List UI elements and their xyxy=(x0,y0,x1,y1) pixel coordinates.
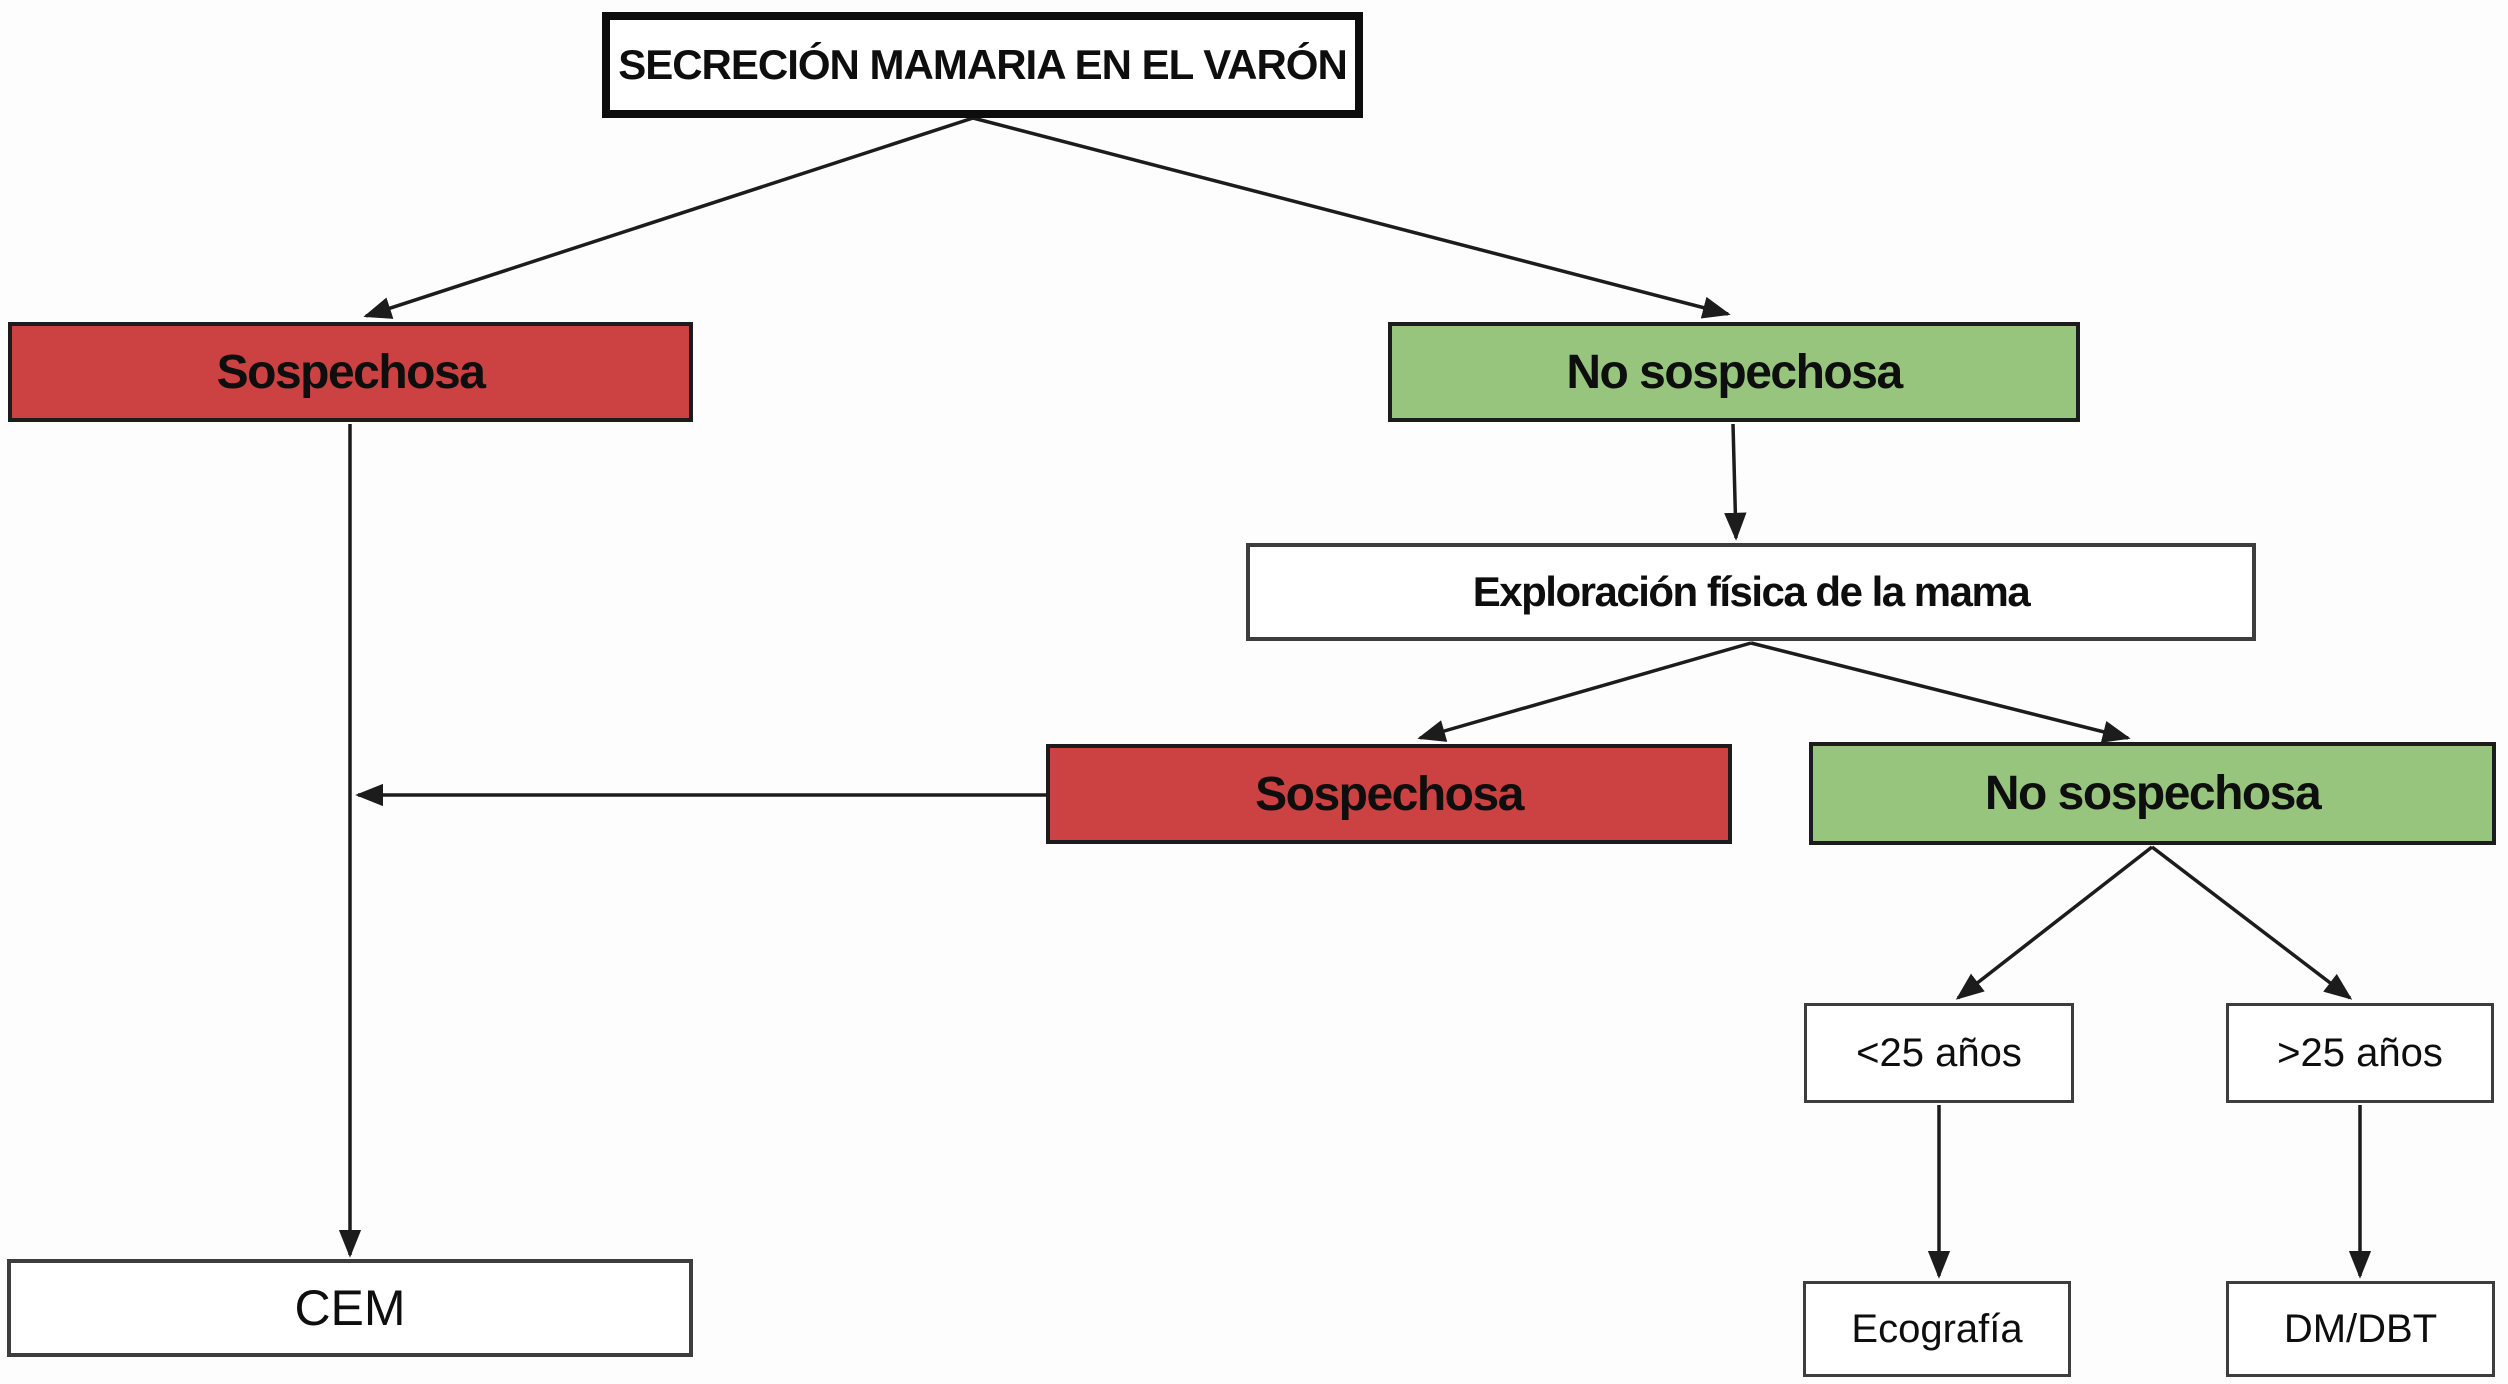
node-physical-exam-label: Exploración física de la mama xyxy=(1472,568,2031,615)
node-dm-dbt: DM/DBT xyxy=(2226,1281,2495,1377)
node-under-25-label: <25 años xyxy=(1856,1030,2022,1075)
node-title-label: SECRECIÓN MAMARIA EN EL VARÓN xyxy=(618,41,1348,88)
node-cem-label: CEM xyxy=(294,1280,406,1336)
node-dm-dbt-label: DM/DBT xyxy=(2283,1306,2438,1351)
node-suspicious-2-label: Sospechosa xyxy=(1255,767,1524,821)
node-title: SECRECIÓN MAMARIA EN EL VARÓN xyxy=(602,12,1363,118)
node-physical-exam: Exploración física de la mama xyxy=(1246,543,2256,641)
node-under-25: <25 años xyxy=(1804,1003,2074,1103)
node-over-25-label: >25 años xyxy=(2277,1030,2443,1075)
node-cem: CEM xyxy=(7,1259,693,1357)
node-not-suspicious-1: No sospechosa xyxy=(1388,322,2080,422)
node-not-suspicious-2-label: No sospechosa xyxy=(1984,767,2322,820)
node-ecografia: Ecografía xyxy=(1803,1281,2071,1377)
node-not-suspicious-1-label: No sospechosa xyxy=(1566,345,1903,399)
node-not-suspicious-2: No sospechosa xyxy=(1809,742,2496,845)
node-ecografia-label: Ecografía xyxy=(1851,1306,2023,1351)
node-suspicious-1: Sospechosa xyxy=(8,322,693,422)
node-suspicious-2: Sospechosa xyxy=(1046,744,1732,844)
node-suspicious-1-label: Sospechosa xyxy=(216,345,486,399)
node-over-25: >25 años xyxy=(2226,1003,2494,1103)
